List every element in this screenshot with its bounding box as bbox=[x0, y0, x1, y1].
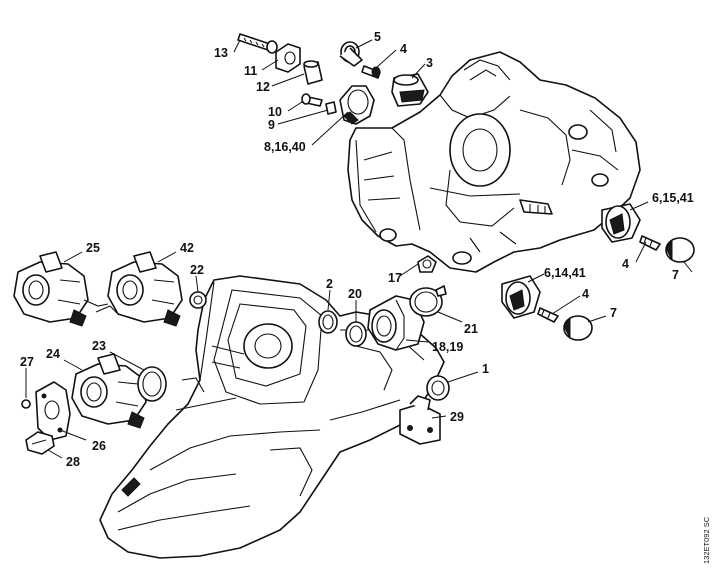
callout-24: 24 bbox=[46, 347, 60, 361]
callout-21: 21 bbox=[464, 322, 478, 336]
callout-27: 27 bbox=[20, 355, 34, 369]
ring-20 bbox=[345, 321, 367, 347]
callout-18-19: 18,19 bbox=[432, 340, 463, 354]
buffer-6-14-41 bbox=[501, 275, 541, 319]
buffer-6-15-41 bbox=[601, 203, 641, 243]
callout-12: 12 bbox=[256, 80, 270, 94]
leader-lines bbox=[25, 39, 693, 459]
callout-13: 13 bbox=[214, 46, 228, 60]
annular-buffer-8-16-40 bbox=[339, 85, 375, 125]
screw-4-right-lower bbox=[537, 307, 559, 323]
callout-8-16-40: 8,16,40 bbox=[264, 140, 306, 154]
screw-4-top bbox=[361, 65, 381, 79]
carburetor-42 bbox=[95, 251, 183, 327]
ring-2 bbox=[318, 310, 338, 334]
block-28 bbox=[25, 431, 55, 455]
hose-clamp-21 bbox=[409, 285, 447, 317]
bushing-5 bbox=[339, 41, 363, 67]
callout-29: 29 bbox=[450, 410, 464, 424]
gasket-plate-26 bbox=[35, 381, 71, 441]
callout-6-14-41: 6,14,41 bbox=[544, 266, 586, 280]
callout-4-right-lower: 4 bbox=[582, 287, 589, 301]
buffer-3 bbox=[391, 73, 429, 107]
sleeve-12 bbox=[303, 60, 323, 85]
callout-6-15-41: 6,15,41 bbox=[652, 191, 694, 205]
callout-23: 23 bbox=[92, 339, 106, 353]
ring-1 bbox=[426, 375, 450, 401]
callout-7-upper: 7 bbox=[672, 268, 679, 282]
callout-labels: 13 11 12 10 9 8,16,40 5 4 3 6,15,41 4 7 … bbox=[20, 30, 694, 469]
crankcase-housing bbox=[347, 51, 641, 273]
callout-25: 25 bbox=[86, 241, 100, 255]
callout-4-top: 4 bbox=[400, 42, 407, 56]
callout-10: 10 bbox=[268, 105, 282, 119]
callout-22: 22 bbox=[190, 263, 204, 277]
plug-7-upper bbox=[665, 237, 695, 263]
callout-5: 5 bbox=[374, 30, 381, 44]
intake-manifold-18-19 bbox=[367, 295, 425, 351]
washer-27 bbox=[21, 399, 31, 409]
callout-20: 20 bbox=[348, 287, 362, 301]
callout-17: 17 bbox=[388, 271, 402, 285]
washer-11 bbox=[275, 43, 301, 73]
nut-9 bbox=[325, 101, 337, 115]
screw-10 bbox=[301, 93, 323, 107]
plug-7-lower bbox=[563, 315, 593, 341]
insert-17 bbox=[417, 255, 437, 273]
screw-13 bbox=[237, 33, 278, 54]
screw-4-right-upper bbox=[639, 235, 661, 251]
drawing-code: 132ET092 SC bbox=[702, 516, 711, 564]
carburetor-25 bbox=[13, 251, 109, 327]
grommet-22 bbox=[189, 291, 207, 309]
callout-11: 11 bbox=[244, 64, 257, 78]
carburetor-24 bbox=[71, 353, 147, 429]
callout-1: 1 bbox=[482, 362, 489, 376]
callout-4-right-upper: 4 bbox=[622, 257, 629, 271]
callout-42: 42 bbox=[180, 241, 194, 255]
callout-7-lower: 7 bbox=[610, 306, 617, 320]
callout-3: 3 bbox=[426, 56, 433, 70]
callout-9: 9 bbox=[268, 118, 275, 132]
bracket-29 bbox=[399, 395, 441, 445]
callout-2: 2 bbox=[326, 277, 333, 291]
callout-26: 26 bbox=[92, 439, 106, 453]
callout-28: 28 bbox=[66, 455, 80, 469]
gasket-23 bbox=[137, 366, 167, 402]
